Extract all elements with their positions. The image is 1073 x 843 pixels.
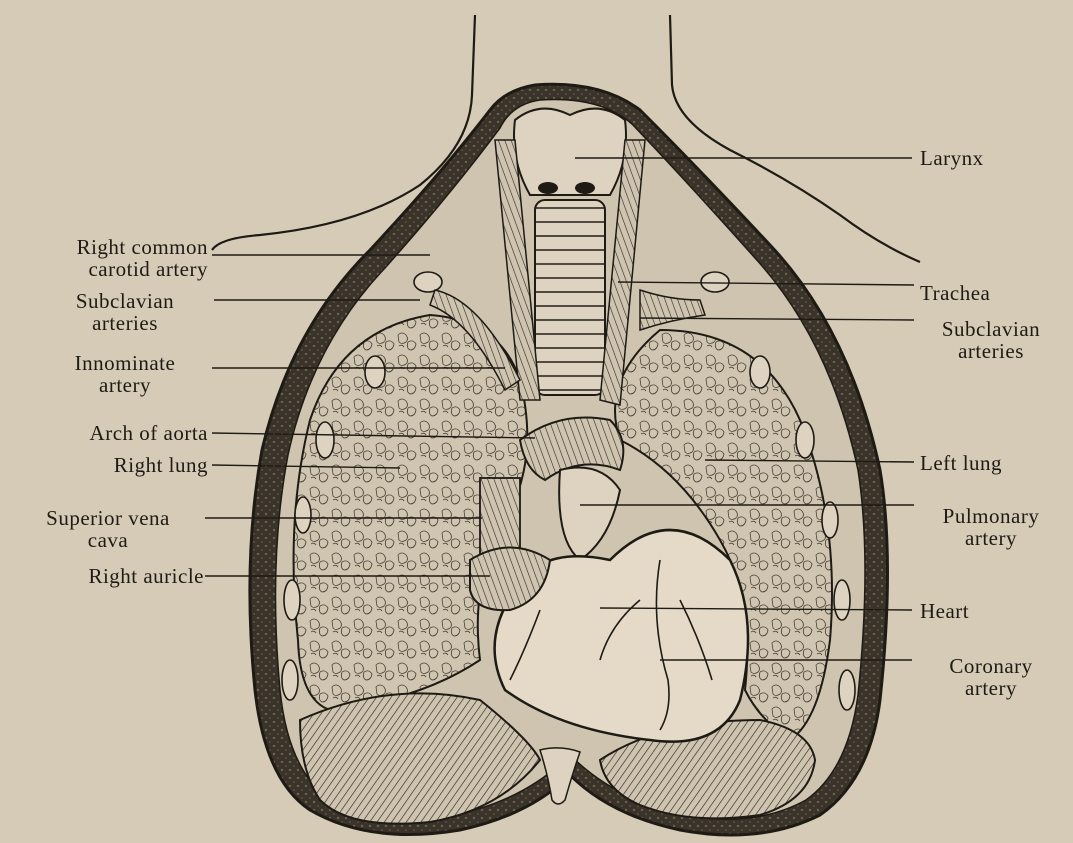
label-coronary-artery: Coronary artery [915,655,1067,699]
label-right-auricle: Right auricle [8,565,204,587]
label-right-common-carotid-artery: Right common carotid artery [8,236,208,280]
label-heart: Heart [920,600,969,622]
label-innominate-artery: Innominate artery [40,352,210,396]
label-trachea: Trachea [920,282,990,304]
superior-vena-cava [480,478,520,558]
trachea [535,200,605,395]
label-right-lung: Right lung [8,454,208,476]
label-subclavian-arteries-right: Subclavian arteries [915,318,1067,362]
label-arch-of-aorta: Arch of aorta [8,422,208,444]
label-pulmonary-artery: Pulmonary artery [915,505,1067,549]
label-larynx: Larynx [920,147,984,169]
label-left-lung: Left lung [920,452,1002,474]
label-subclavian-arteries-left: Subclavian arteries [40,290,210,334]
larynx [514,109,626,195]
label-superior-vena-cava: Superior vena cava [10,507,206,551]
